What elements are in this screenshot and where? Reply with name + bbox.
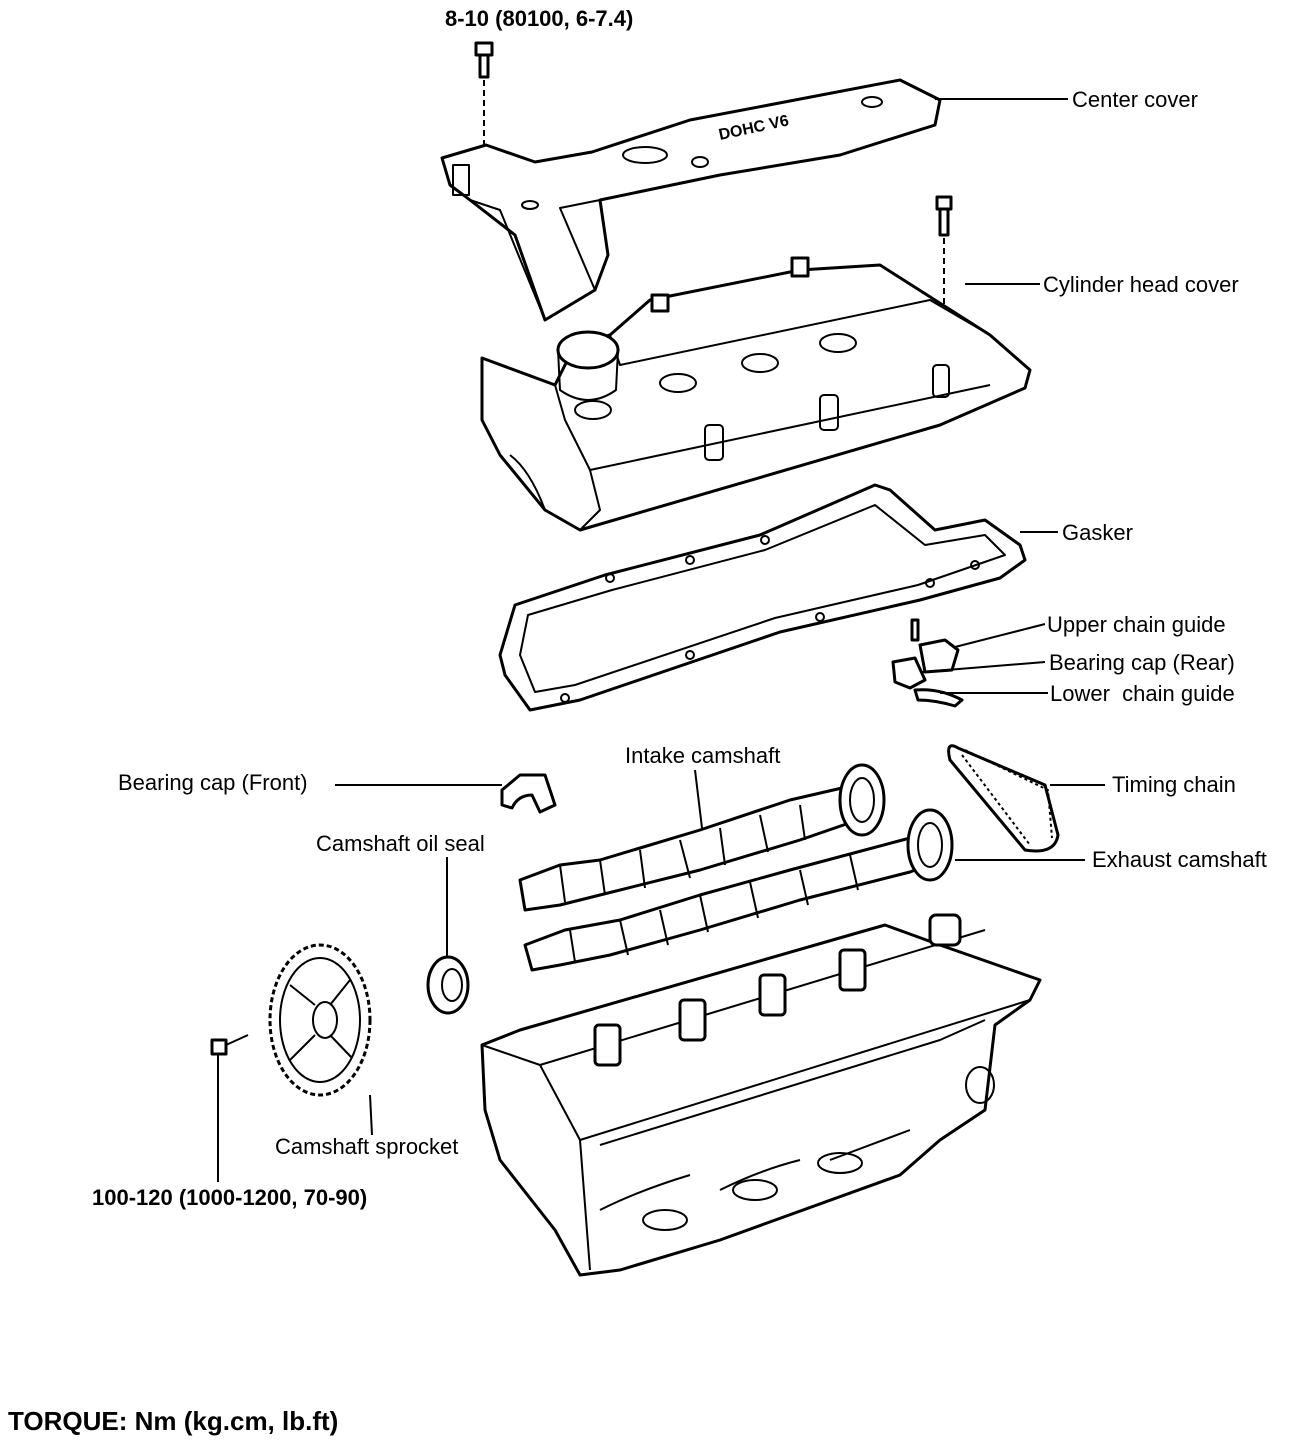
gasket-part — [498, 483, 1027, 712]
center-cover-part: DOHC V6 — [440, 78, 942, 322]
cylinder-head-cover-part — [480, 256, 1032, 532]
exhaust-camshaft-part — [523, 808, 954, 972]
torque-units-footer: TORQUE: Nm (kg.cm, lb.ft) — [8, 1406, 338, 1436]
timing-chain-label: Timing chain — [1112, 772, 1236, 797]
chain-guide-assembly — [891, 618, 964, 708]
gasket-label: Gasker — [1062, 520, 1133, 545]
leader-lines — [217, 98, 1105, 1182]
upper-chain-guide-label: Upper chain guide — [1047, 612, 1226, 637]
center-cover-label: Center cover — [1072, 87, 1198, 112]
camshaft-oil-seal-label: Camshaft oil seal — [316, 831, 485, 856]
lower-chain-guide-label: Lower chain guide — [1050, 681, 1235, 706]
bearing-cap-front-part — [500, 773, 557, 814]
cover-bolt-top — [474, 41, 494, 145]
sprocket-bolt — [210, 1034, 249, 1056]
cylinder-head-part — [480, 913, 1042, 1277]
intake-camshaft-label: Intake camshaft — [625, 743, 780, 768]
sprocket-torque-label: 100-120 (1000-1200, 70-90) — [92, 1185, 367, 1210]
cylinder-head-cover-label: Cylinder head cover — [1043, 272, 1239, 297]
intake-camshaft-part — [518, 763, 886, 912]
bearing-cap-front-label: Bearing cap (Front) — [118, 770, 308, 795]
exhaust-camshaft-label: Exhaust camshaft — [1092, 847, 1267, 872]
camshaft-sprocket-part — [268, 943, 372, 1097]
bearing-cap-rear-label: Bearing cap (Rear) — [1049, 650, 1235, 675]
camshaft-sprocket-label: Camshaft sprocket — [275, 1134, 458, 1159]
oil-seal-part — [426, 955, 470, 1015]
valve-towers — [593, 913, 962, 1067]
top-torque-label: 8-10 (80100, 6-7.4) — [445, 6, 633, 31]
timing-chain-part — [947, 744, 1060, 853]
